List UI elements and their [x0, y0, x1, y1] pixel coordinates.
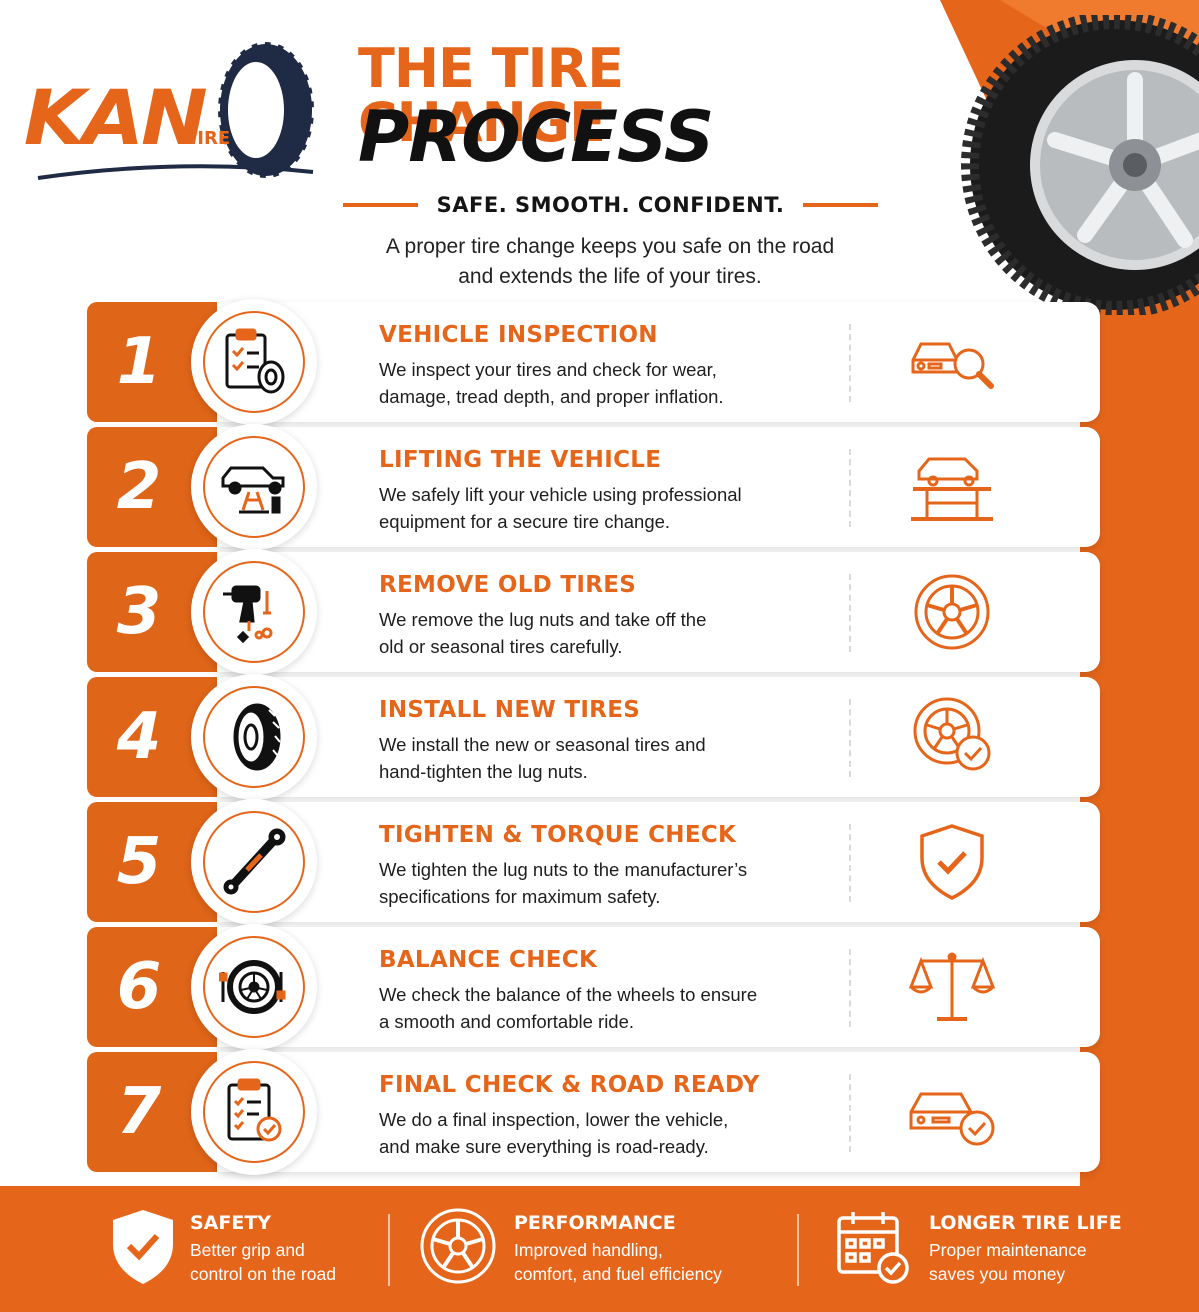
step-icon-circle: [191, 549, 317, 675]
step-divider: [849, 574, 851, 652]
benefit-title: PERFORMANCE: [514, 1212, 676, 1234]
step-description: We check the balance of the wheels to en…: [379, 984, 758, 1032]
step-description: We tighten the lug nuts to the manufactu…: [379, 859, 748, 907]
benefit-title: SAFETY: [190, 1212, 272, 1234]
step-description: We inspect your tires and check for wear…: [379, 359, 724, 407]
tagline-row: SAFE. SMOOTH. CONFIDENT.: [343, 190, 878, 220]
car-lift-icon: [911, 457, 993, 521]
intro-text: A proper tire change keeps you safe on t…: [340, 232, 880, 292]
page-title-line2: PROCESS: [358, 96, 714, 178]
footer-divider: [388, 1214, 390, 1286]
calendar-check-icon: [837, 1212, 909, 1284]
step-title: REMOVE OLD TIRES: [379, 572, 637, 598]
step-icon-circle: [191, 299, 317, 425]
torque-wrench-icon: [223, 828, 286, 895]
logo-sub: TIRE: [185, 128, 231, 149]
scales-icon: [908, 952, 996, 1021]
step-row: 1 VEHICLE INSPECTION We inspect your tir…: [87, 299, 1100, 425]
wheel-icon: [914, 574, 990, 650]
step-number: 2: [116, 450, 162, 524]
step-number: 3: [116, 575, 162, 649]
intro-line: and extends the life of your tires.: [458, 265, 762, 288]
brand-logo: KAN TIRE: [24, 38, 328, 188]
step-title: BALANCE CHECK: [379, 947, 598, 973]
shield-check-icon: [113, 1210, 173, 1284]
step-row: 7 FINAL CHECK & ROAD READY We do a final…: [87, 1049, 1100, 1175]
tagline-line-left: [343, 203, 418, 207]
benefit-performance: PERFORMANCE Improved handling,comfort, a…: [420, 1186, 780, 1312]
intro-line: A proper tire change keeps you safe on t…: [385, 235, 835, 258]
step-icon-circle: [191, 1049, 317, 1175]
step-row: 2 LIFTING THE VEHICLE We safely lift you…: [87, 424, 1100, 550]
step-number: 4: [116, 700, 162, 774]
step-row: 6 BALANCE CHECK We check the balance of …: [87, 924, 1100, 1050]
footer-divider: [797, 1214, 799, 1286]
step-description: We install the new or seasonal tires and…: [379, 734, 706, 782]
shield-check-icon: [920, 824, 984, 900]
car-jack-icon: [221, 466, 285, 514]
tire-photo: [961, 15, 1199, 315]
wheel-check-icon: [913, 697, 991, 771]
step-icon-circle: [191, 674, 317, 800]
wheel-balance-icon: [219, 960, 286, 1014]
step-divider: [849, 824, 851, 902]
page-title-line1: THE TIRE CHANGE: [358, 37, 624, 154]
step-card: [217, 552, 1100, 672]
step-icon-circle: [191, 424, 317, 550]
logo-wordmark: KAN: [23, 73, 208, 162]
step-divider: [849, 699, 851, 777]
step-row: 4 INSTALL NEW TIRES We install the new o…: [87, 674, 1100, 800]
step-row: 5 TIGHTEN & TORQUE CHECK We tighten the …: [87, 799, 1100, 925]
step-title: TIGHTEN & TORQUE CHECK: [379, 822, 737, 848]
car-search-icon: [911, 342, 994, 389]
step-number: 7: [116, 1075, 162, 1149]
step-row: 3 REMOVE OLD TIRES We remove the lug nut…: [87, 549, 1100, 675]
clipboard-tire-icon: [225, 328, 285, 394]
wheel-icon: [420, 1208, 496, 1284]
clipboard-check-icon: [227, 1078, 282, 1142]
step-divider: [849, 1074, 851, 1152]
step-title: INSTALL NEW TIRES: [379, 697, 641, 723]
logo-swoosh: [37, 164, 314, 180]
tagline-line-right: [803, 203, 878, 207]
impact-wrench-icon: [223, 585, 273, 644]
tagline: SAFE. SMOOTH. CONFIDENT.: [436, 193, 785, 217]
step-icon-circle: [191, 924, 317, 1050]
logo-tire-icon: [216, 40, 316, 180]
benefit-title: LONGER TIRE LIFE: [929, 1212, 1122, 1234]
step-icon-circle: [191, 799, 317, 925]
step-description: We do a final inspection, lower the vehi…: [379, 1109, 729, 1157]
step-title: FINAL CHECK & ROAD READY: [379, 1072, 760, 1098]
benefit-description: Improved handling,comfort, and fuel effi…: [514, 1240, 722, 1284]
step-description: We safely lift your vehicle using profes…: [379, 484, 742, 532]
tire-icon: [233, 703, 281, 771]
step-card: [217, 302, 1100, 422]
step-divider: [849, 949, 851, 1027]
step-divider: [849, 324, 851, 402]
step-number: 5: [116, 825, 162, 899]
step-divider: [849, 449, 851, 527]
step-number: 1: [116, 325, 162, 399]
step-card: [217, 802, 1100, 922]
step-title: VEHICLE INSPECTION: [379, 322, 658, 348]
step-title: LIFTING THE VEHICLE: [379, 447, 662, 473]
car-check-icon: [909, 1092, 995, 1146]
step-number: 6: [116, 950, 162, 1024]
